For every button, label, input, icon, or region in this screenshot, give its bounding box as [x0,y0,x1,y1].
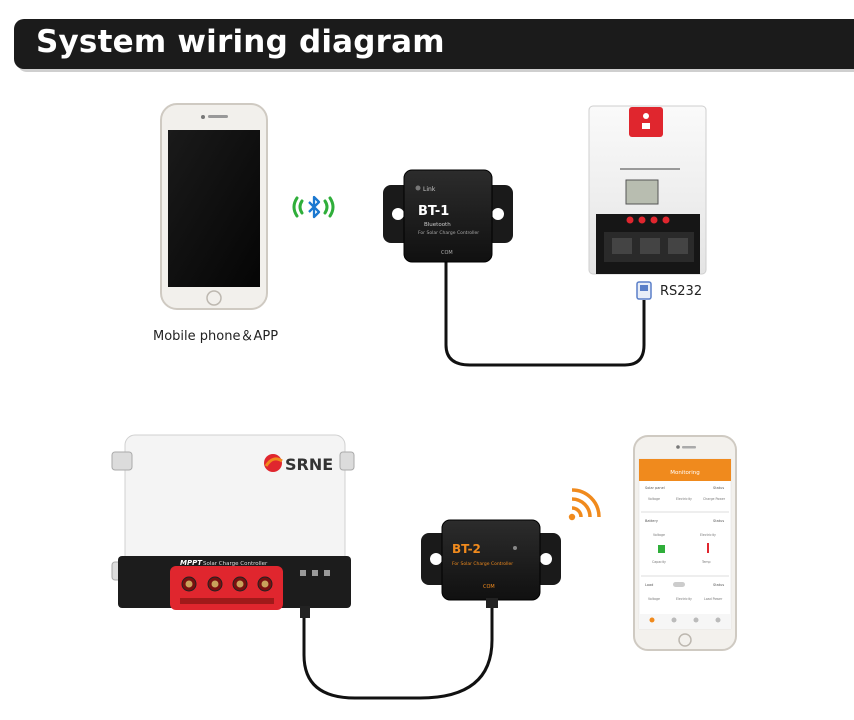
svg-text:Battery: Battery [645,519,658,523]
cable-controller-bt2 [302,603,494,700]
page-title: System wiring diagram [36,24,445,60]
mobile-phone-1 [160,103,268,310]
rs232-plug-icon [636,281,652,300]
bt1-module: Link BT-1 Bluetooth For Solar Charge Con… [383,169,513,263]
bt1-com-label: COM [441,250,453,256]
bt2-name: BT-2 [452,542,481,556]
controller2-model-text: Solar Charge Controller [203,561,268,567]
svg-text:Electricity: Electricity [676,497,692,501]
srne-logo: SRNE [264,454,333,474]
controller2-brand: SRNE [285,455,333,474]
svg-text:Status: Status [713,583,724,587]
cable-bt1-rs232 [444,262,646,367]
app-header: Monitoring [670,470,699,476]
wifi-signal-icon [568,488,601,521]
svg-text:Temp: Temp [701,560,711,564]
svg-text:Solar panel: Solar panel [645,486,665,490]
bt2-com-label: COM [483,584,495,590]
mobile-phone-2: Monitoring Solar panel Status Voltage El… [633,435,737,651]
rs232-label: RS232 [660,284,703,299]
bt1-link-label: Link [423,186,436,193]
svg-text:Voltage: Voltage [653,533,665,537]
svg-text:Capacity: Capacity [652,560,666,564]
svg-text:Load Power: Load Power [704,597,723,601]
svg-text:Voltage: Voltage [648,497,660,501]
phone1-caption: Mobile phone＆APP [153,329,279,344]
svg-text:Status: Status [713,486,724,490]
bt2-module: BT-2 For Solar Charge Controller COM [421,519,561,608]
svg-text:Charge Power: Charge Power [703,497,726,501]
bt2-subtitle: For Solar Charge Controller [452,561,513,567]
svg-text:Electricity: Electricity [676,597,692,601]
svg-text:Load: Load [645,583,653,587]
bt1-subtitle: For Solar Charge Controller [418,230,479,236]
bt1-bluetooth-text: Bluetooth [424,222,451,228]
svg-text:Voltage: Voltage [648,597,660,601]
bt1-name: BT-1 [418,204,449,219]
app-section-battery: Battery Status Voltage Electricity Capac… [641,519,729,577]
controller2-usb-plug [300,606,310,618]
header-banner: System wiring diagram [14,19,854,69]
app-section-load: Load Status Voltage Electricity Load Pow… [645,582,724,601]
svg-text:Electricity: Electricity [700,533,716,537]
svg-text:Status: Status [713,519,724,523]
controller2-model-prefix: MPPT [180,559,203,567]
app-section-solar: Solar panel Status Voltage Electricity C… [641,486,729,513]
charge-controller-1 [588,105,707,275]
charge-controller-2: MPPT Solar Charge Controller SRNE [111,434,355,610]
bluetooth-icon [292,195,335,219]
